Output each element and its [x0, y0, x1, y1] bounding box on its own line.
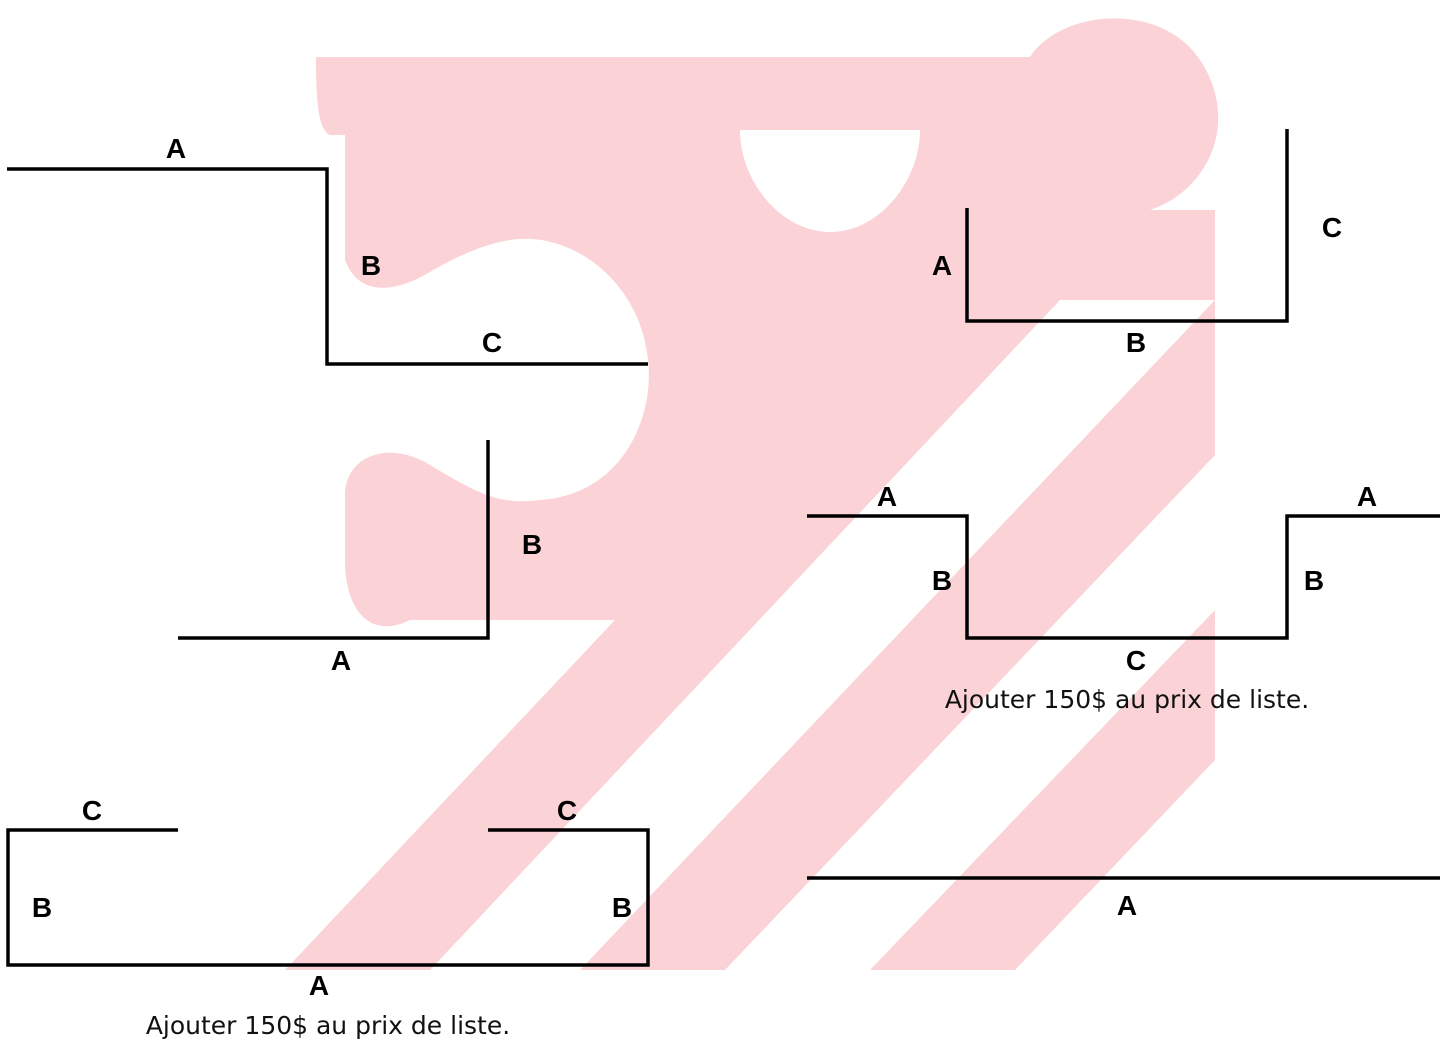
profile-5-label-b-left: B: [32, 892, 52, 923]
profile-5-price-note: Ajouter 150$ au prix de liste.: [146, 1011, 510, 1040]
profile-1-label-b: B: [361, 250, 381, 281]
profile-4-label-a-right: A: [1357, 481, 1377, 512]
profile-4: A B C B A Ajouter 150$ au prix de liste.: [807, 481, 1440, 714]
profile-5: C B A B C Ajouter 150$ au prix de liste.: [6, 795, 650, 1040]
profile-6-label-a: A: [1117, 890, 1137, 921]
profile-2-outline: [178, 440, 490, 640]
profile-5-label-c-left: C: [82, 795, 102, 826]
profile-3-label-a: A: [932, 250, 952, 281]
profile-5-outline-left: [6, 828, 650, 967]
profile-2-label-b: B: [522, 529, 542, 560]
profile-4-outline: [807, 514, 1440, 640]
profile-1: A B C: [7, 133, 648, 366]
profile-4-label-b-left: B: [932, 565, 952, 596]
profile-4-label-b-right: B: [1304, 565, 1324, 596]
profile-2: B A: [178, 440, 542, 676]
profile-5-label-b-right: B: [612, 892, 632, 923]
profile-3-label-b: B: [1126, 327, 1146, 358]
watermark-logo: [285, 18, 1219, 970]
profile-1-label-c: C: [482, 327, 502, 358]
profile-4-label-c: C: [1126, 645, 1146, 676]
profile-5-label-a: A: [309, 970, 329, 1001]
profile-3-label-c: C: [1322, 212, 1342, 243]
profile-1-outline: [7, 167, 648, 366]
profile-4-label-a-left: A: [877, 481, 897, 512]
profile-6: A: [807, 876, 1440, 921]
profile-3-outline: [965, 129, 1289, 323]
profile-5-label-c-right: C: [557, 795, 577, 826]
profile-1-label-a: A: [166, 133, 186, 164]
profile-3: A B C: [932, 129, 1342, 358]
profile-2-label-a: A: [331, 645, 351, 676]
profile-4-price-note: Ajouter 150$ au prix de liste.: [945, 685, 1309, 714]
